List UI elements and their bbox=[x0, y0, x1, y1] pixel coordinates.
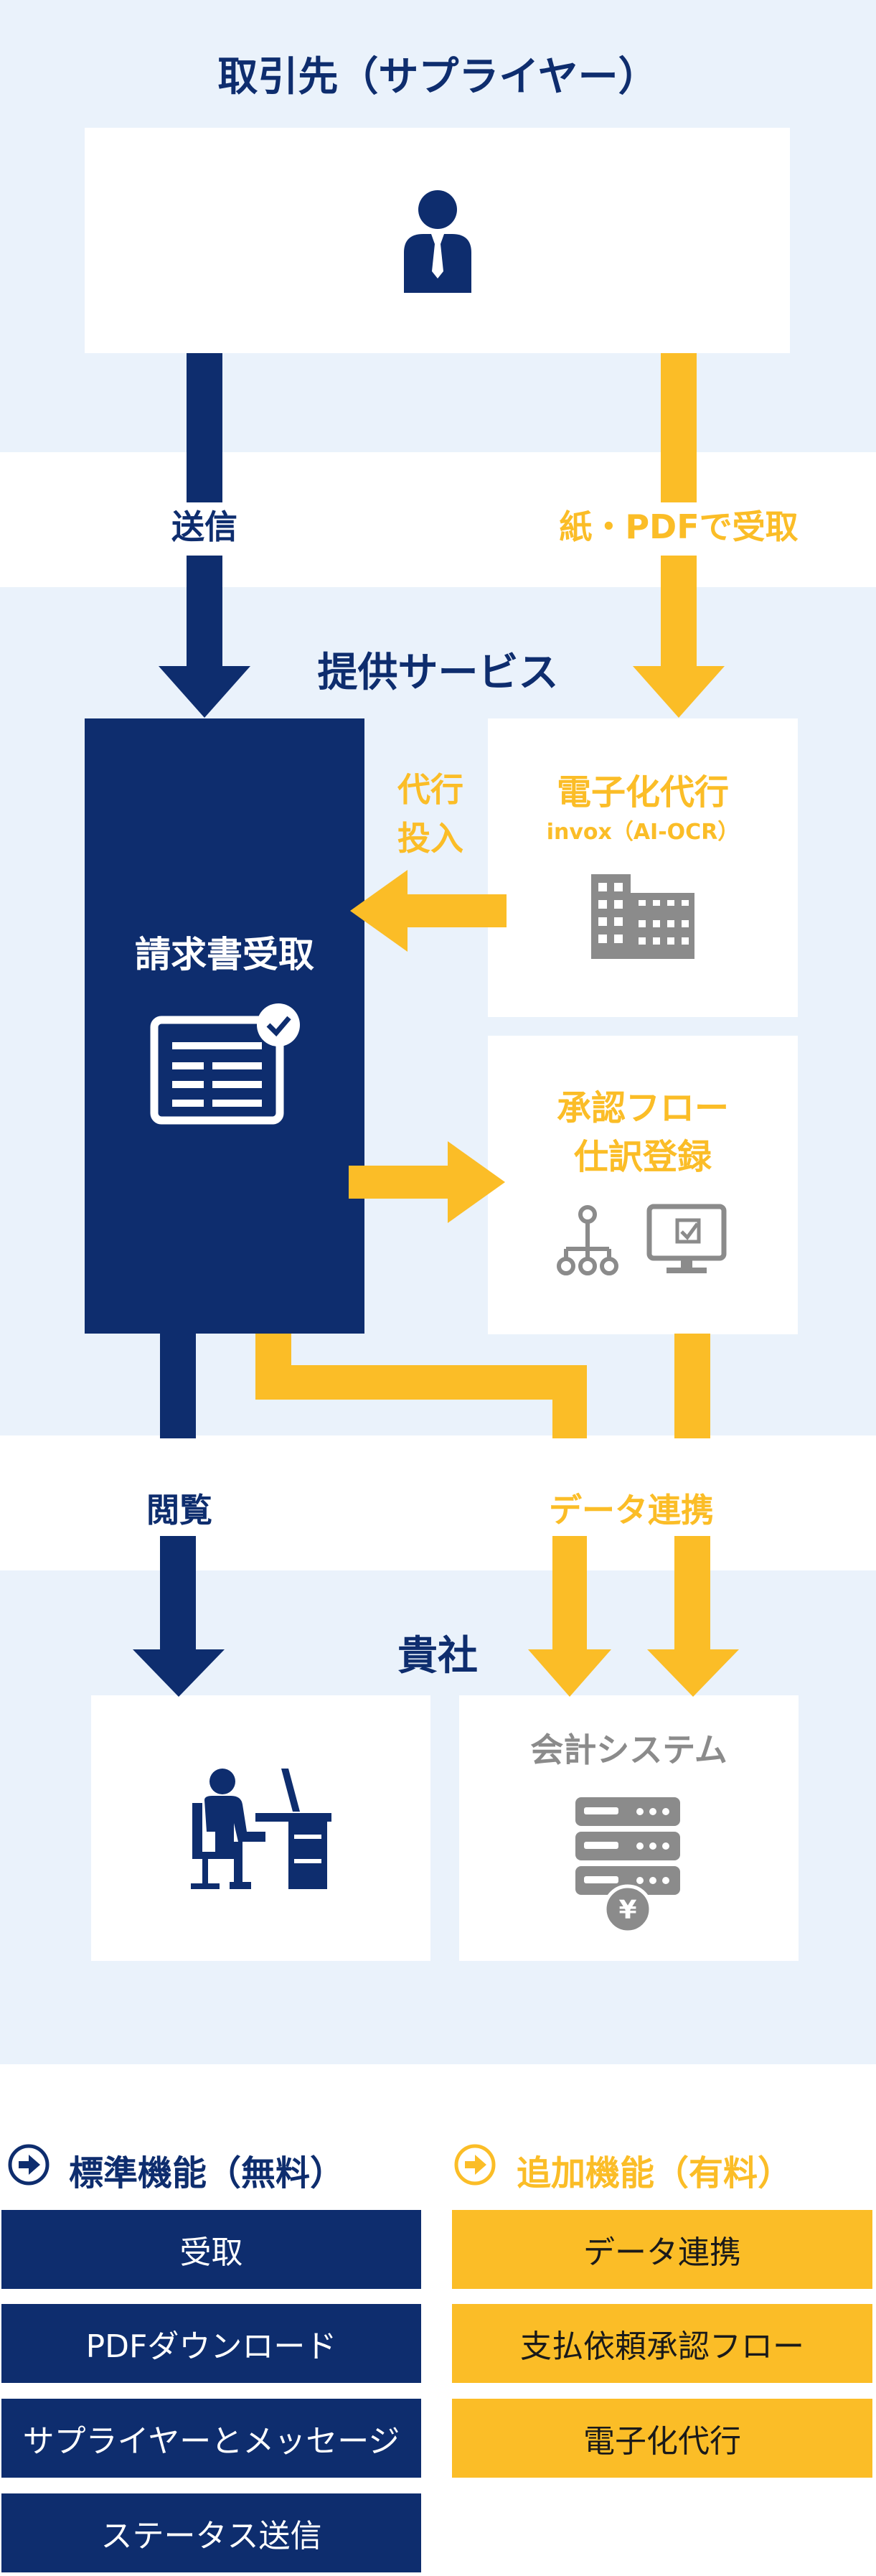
invoice-check-icon bbox=[150, 1003, 300, 1125]
service-title: 提供サービス bbox=[317, 650, 559, 696]
proxy-input-label-line2: 投入 bbox=[397, 819, 463, 858]
arrow-circle-icon bbox=[454, 2144, 496, 2186]
to-approval-arrow bbox=[349, 1141, 505, 1223]
approval-title-line1: 承認フロー bbox=[556, 1088, 729, 1128]
data-link-label: データ連携 bbox=[549, 1491, 714, 1530]
paper-receive-arrow bbox=[633, 353, 725, 718]
data-link-arrow-right bbox=[647, 1334, 739, 1697]
worker-box bbox=[91, 1695, 430, 1961]
company-title: 貴社 bbox=[397, 1633, 478, 1680]
proxy-input-arrow bbox=[350, 870, 507, 952]
arrow-circle-icon bbox=[8, 2144, 50, 2186]
view-arrow bbox=[133, 1334, 225, 1697]
digitization-box bbox=[488, 718, 798, 1017]
approval-title-line2: 仕訳登録 bbox=[573, 1137, 712, 1177]
standard-heading: 標準機能（無料） bbox=[69, 2153, 345, 2193]
accounting-title: 会計システム bbox=[530, 1730, 727, 1769]
additional-item-payment-approval: 支払依頼承認フロー bbox=[452, 2304, 872, 2383]
data-link-arrow-left bbox=[255, 1334, 611, 1697]
invoice-receipt-label: 請求書受取 bbox=[135, 934, 314, 975]
standard-item-status-send: ステータス送信 bbox=[1, 2493, 421, 2572]
additional-item-digitization: 電子化代行 bbox=[452, 2399, 872, 2478]
approval-box bbox=[488, 1036, 798, 1334]
svg-text:¥: ¥ bbox=[618, 1896, 636, 1925]
digitization-title: 電子化代行 bbox=[556, 772, 729, 812]
office-building-icon bbox=[591, 874, 694, 959]
standard-item-supplier-message: サプライヤーとメッセージ bbox=[1, 2399, 421, 2478]
standard-item-receive: 受取 bbox=[1, 2210, 421, 2289]
proxy-input-label-line1: 代行 bbox=[397, 770, 463, 809]
send-arrow bbox=[159, 353, 250, 718]
send-label: 送信 bbox=[171, 507, 237, 546]
monitor-check-icon bbox=[646, 1204, 727, 1273]
view-label: 閲覧 bbox=[146, 1491, 212, 1530]
desk-worker-icon bbox=[191, 1769, 331, 1889]
invoice-receipt-panel bbox=[85, 718, 364, 1334]
approval-tree-icon bbox=[557, 1205, 618, 1275]
additional-heading: 追加機能（有料） bbox=[517, 2153, 793, 2193]
additional-item-data-link: データ連携 bbox=[452, 2210, 872, 2289]
supplier-title: 取引先（サプライヤー） bbox=[217, 54, 659, 100]
digitization-subtitle: invox（AI-OCR） bbox=[546, 820, 740, 845]
server-yen-icon: ¥ bbox=[575, 1797, 680, 1934]
businessman-icon bbox=[404, 190, 471, 293]
standard-item-pdf-download: PDFダウンロード bbox=[1, 2304, 421, 2383]
paper-receive-label: 紙・PDFで受取 bbox=[559, 507, 799, 546]
